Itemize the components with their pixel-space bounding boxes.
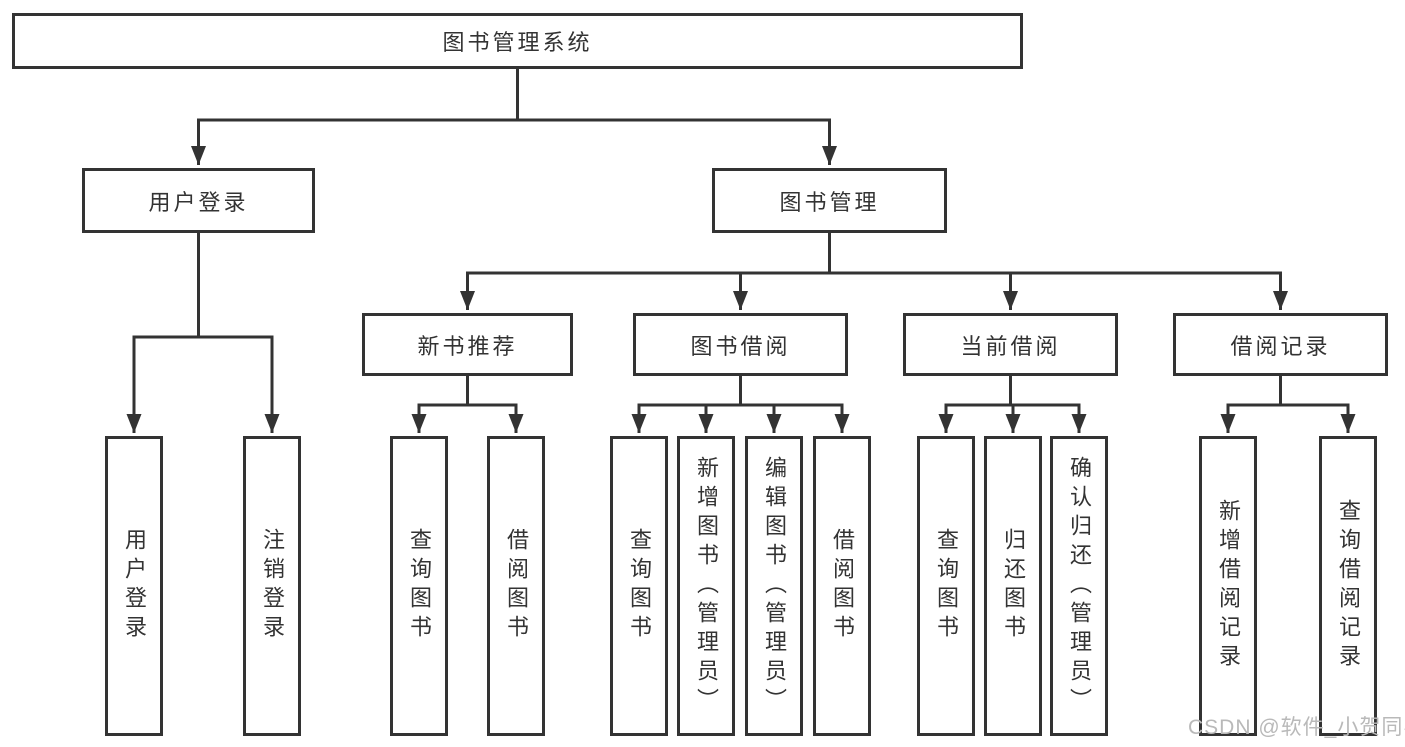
node-new-book-recommend: 新书推荐 — [362, 313, 573, 376]
leaf-user-login: 用户登录 — [105, 436, 163, 736]
node-user-login-group: 用户登录 — [82, 168, 315, 233]
leaf-add-borrow-record: 新增借阅记录 — [1199, 436, 1257, 736]
leaf-add-books-admin: 新增图书（管理员） — [677, 436, 735, 736]
node-root: 图书管理系统 — [12, 13, 1023, 69]
node-book-borrowing: 图书借阅 — [633, 313, 848, 376]
leaf-query-books-borrowing: 查询图书 — [610, 436, 668, 736]
leaf-query-books-recommend: 查询图书 — [390, 436, 448, 736]
leaf-logout: 注销登录 — [243, 436, 301, 736]
leaf-edit-books-admin: 编辑图书（管理员） — [745, 436, 803, 736]
leaf-confirm-return-admin: 确认归还（管理员） — [1050, 436, 1108, 736]
leaf-query-books-current: 查询图书 — [917, 436, 975, 736]
node-current-borrowing: 当前借阅 — [903, 313, 1118, 376]
leaf-return-books: 归还图书 — [984, 436, 1042, 736]
watermark: CSDN @软件_小贺同学 — [1188, 716, 1405, 739]
leaf-query-borrow-record: 查询借阅记录 — [1319, 436, 1377, 736]
node-book-management: 图书管理 — [712, 168, 947, 233]
leaf-borrow-books-borrowing: 借阅图书 — [813, 436, 871, 736]
leaf-borrow-books-recommend: 借阅图书 — [487, 436, 545, 736]
node-borrowing-records: 借阅记录 — [1173, 313, 1388, 376]
